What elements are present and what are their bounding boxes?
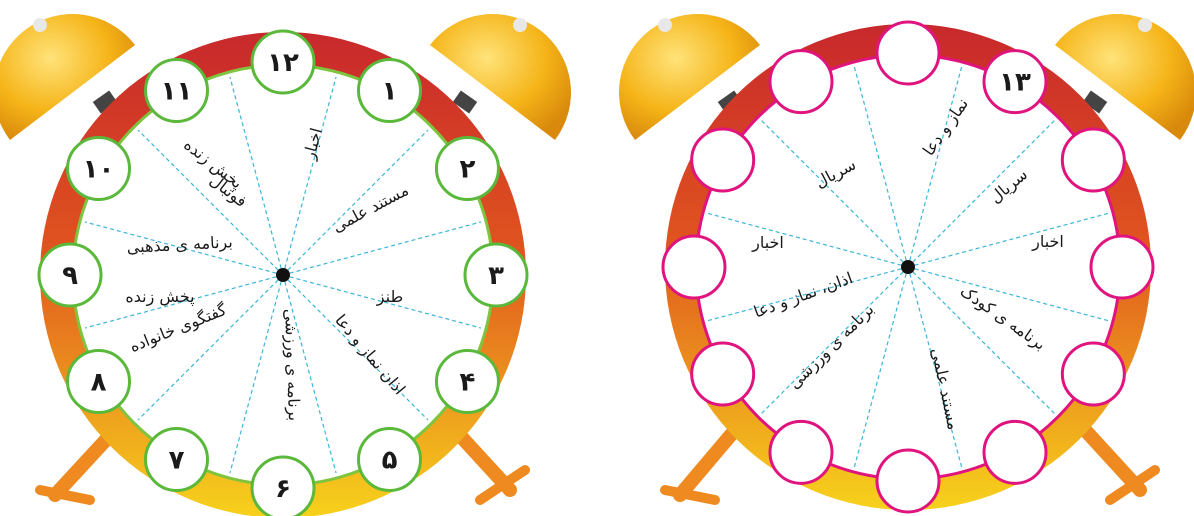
hour-circle (66, 136, 132, 201)
right-clock-legs (660, 423, 1160, 505)
divider-ray (137, 129, 284, 276)
hour-circle[interactable] (768, 49, 834, 115)
hour-number: ۷ (169, 445, 185, 475)
hour-number: ۸ (91, 368, 107, 398)
hour-number: ۱۰ (83, 155, 115, 185)
left-clock-center (276, 268, 290, 282)
divider-ray (229, 274, 284, 474)
divider-ray (137, 274, 284, 421)
hour-circle (250, 455, 316, 516)
hour-number: ۴ (460, 368, 476, 398)
label-comedy: طنز (376, 287, 403, 307)
right-clock-center (901, 260, 915, 274)
right-clock: ۱۳ سریال نماز و دعا سریال اخبار برنامه ی… (619, 13, 1194, 514)
hour-number: ۹ (62, 261, 78, 291)
label-news-right: اخبار (1031, 232, 1064, 252)
hour-number: ۶ (275, 474, 291, 504)
hour-circle (434, 136, 500, 201)
hour-circle[interactable] (1089, 234, 1155, 300)
hour-number: ۳ (488, 261, 504, 291)
label-live-1: پخش زنده (125, 287, 194, 307)
right-clock-numbers: ۱۳ (661, 20, 1155, 514)
hour-circle[interactable] (1060, 341, 1126, 407)
hour-number: ۱۲ (267, 48, 299, 78)
divider-ray (282, 274, 482, 329)
divider-ray (84, 274, 284, 329)
hour-circle (144, 426, 209, 492)
hour-circle[interactable] (1060, 127, 1126, 193)
label-news-left: اخبار (751, 233, 784, 253)
right-clock-bell-right (1055, 13, 1194, 140)
hour-number: ۲ (460, 155, 476, 185)
left-clock-bell-right (430, 14, 571, 141)
hour-number: ۱۳ (999, 68, 1031, 98)
divider-ray (84, 221, 284, 276)
hour-circle[interactable] (875, 448, 941, 514)
divider-ray (282, 76, 337, 276)
hour-circle[interactable] (875, 20, 941, 86)
hour-circle (144, 58, 209, 124)
hour-circle[interactable] (661, 234, 727, 300)
hour-circle (357, 58, 422, 124)
hour-number: ۵ (382, 445, 398, 475)
hour-circle[interactable] (982, 419, 1048, 485)
hour-circle (37, 242, 103, 308)
hour-number: ۱ (382, 77, 398, 107)
hour-circle (66, 349, 132, 414)
hour-circle (250, 29, 316, 95)
left-clock-legs (35, 423, 530, 505)
hour-circle (463, 242, 529, 308)
divider-ray (282, 129, 429, 276)
divider-ray (282, 274, 429, 421)
divider-ray (282, 274, 337, 474)
left-clock-rays (84, 76, 482, 474)
hour-circle[interactable] (982, 49, 1048, 115)
divider-ray (282, 221, 482, 276)
label-sports: برنامه ی ورزشی (280, 308, 304, 421)
hour-circle[interactable] (768, 419, 834, 485)
hour-circle (357, 426, 422, 492)
hour-number: ۱۱ (161, 77, 193, 107)
hour-circle (434, 349, 500, 414)
hour-circle[interactable] (690, 127, 756, 193)
left-clock-bell-left (0, 13, 135, 140)
divider-ray (229, 76, 284, 276)
hour-circle[interactable] (690, 341, 756, 407)
